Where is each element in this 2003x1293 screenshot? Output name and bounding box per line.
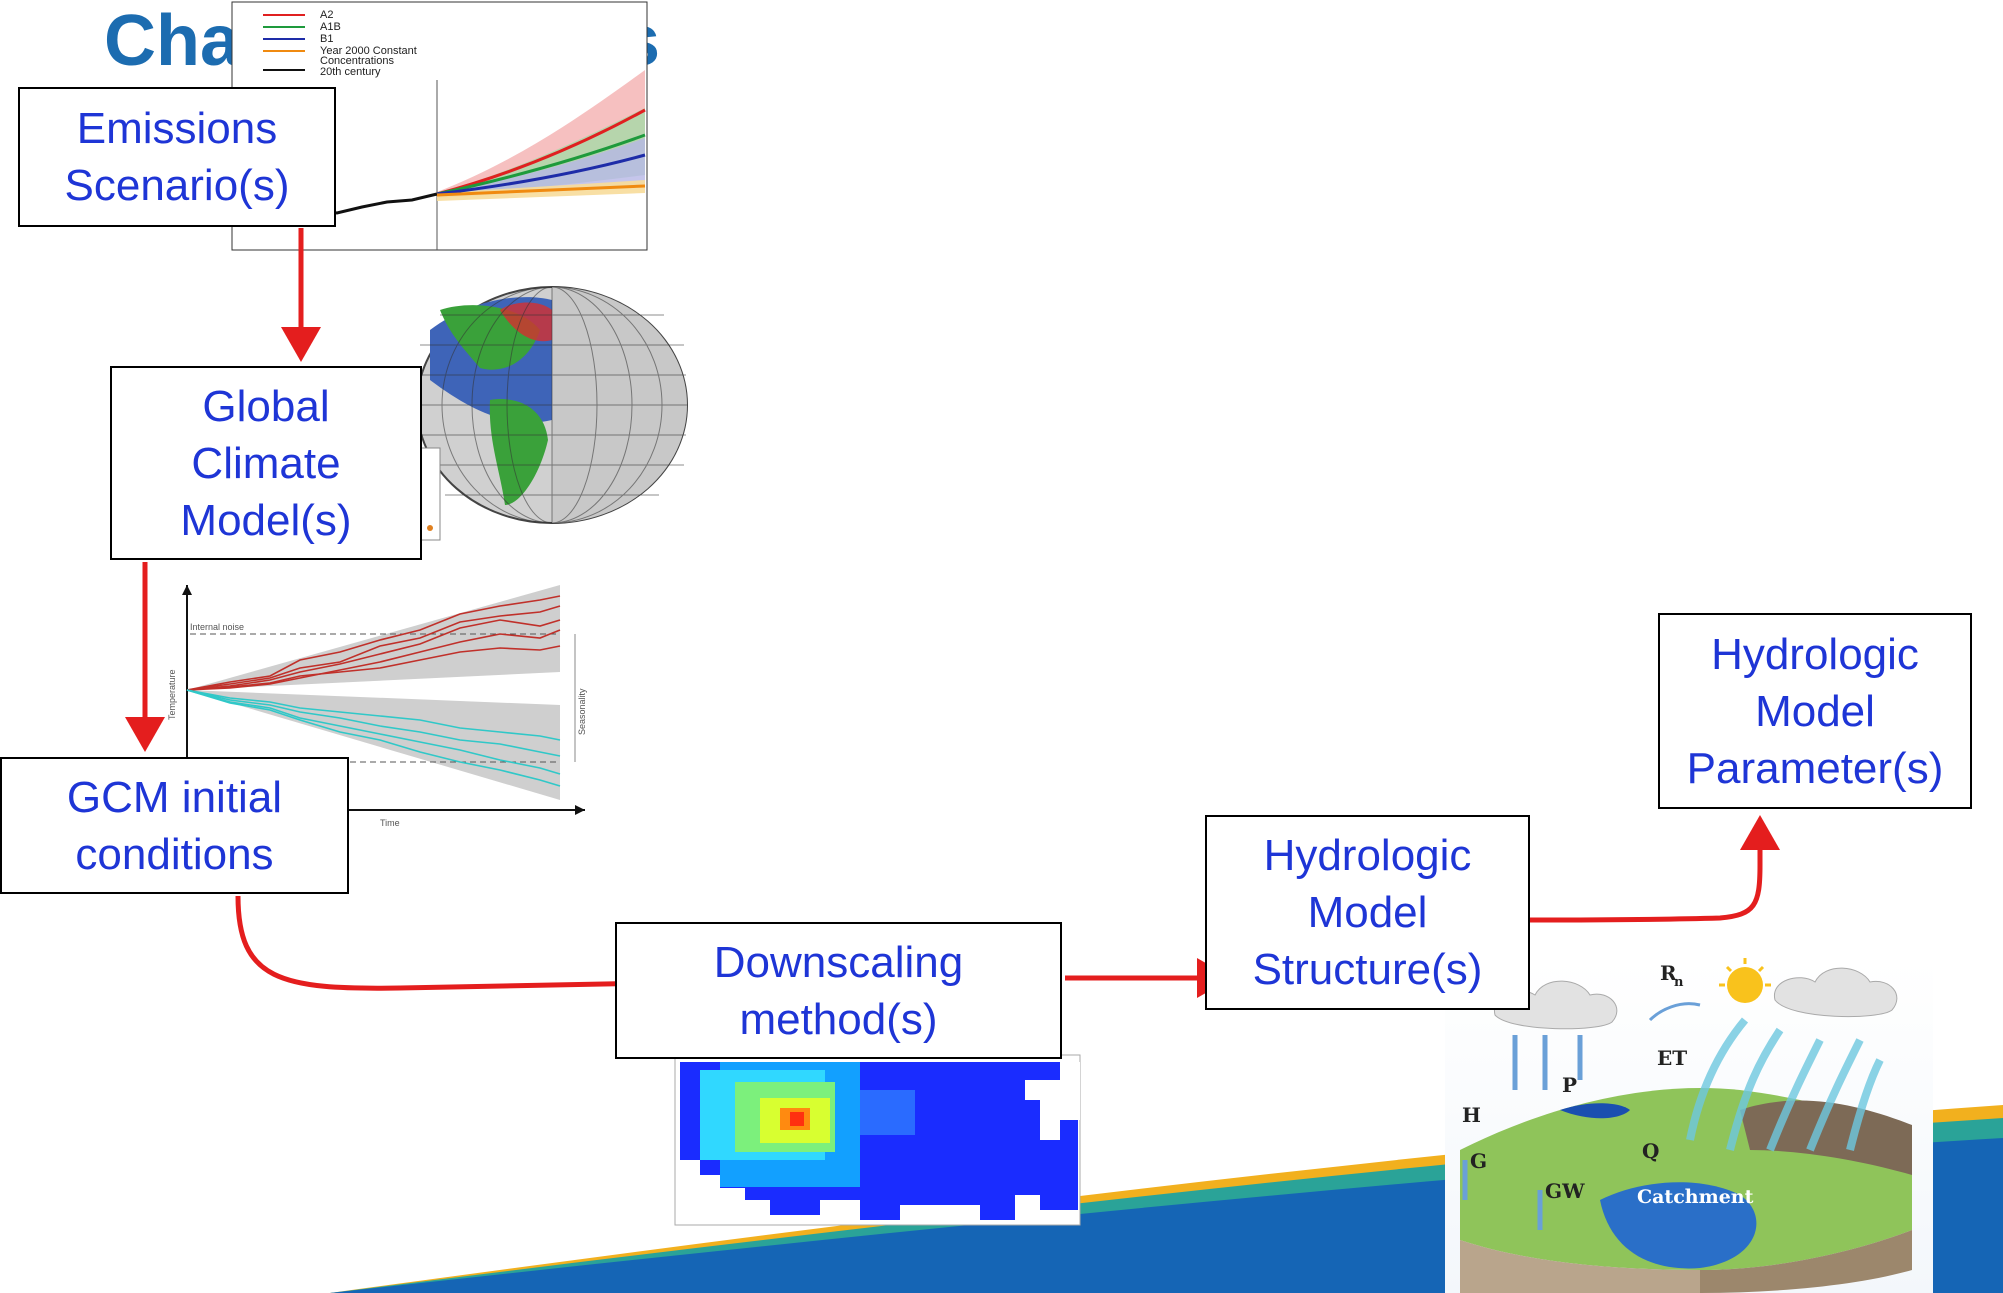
catchment-label-et: ET [1657,1046,1687,1070]
legend-b1: B1 [320,33,333,45]
legend-a1b: A1B [320,21,341,33]
ensemble-label-x: Time [380,818,400,828]
catchment-label-h: H [1462,1103,1481,1127]
legend-concentrations: Concentrations [320,55,394,67]
catchment-label-rn-sub: n [1674,975,1684,990]
catchment-label-rn: R [1660,961,1677,985]
box-emissions-line1: Emissions [76,104,278,153]
catchment-label-p: P [1562,1073,1577,1097]
box-structure-line2: Model [1307,888,1428,937]
box-hydrologic-model-parameters: Hydrologic Model Parameter(s) [1658,613,1972,809]
ensemble-label-top: Internal noise [190,622,244,632]
box-structure-line1: Hydrologic [1263,831,1472,880]
box-gcm-line2: Climate [191,438,341,488]
legend-a2: A2 [320,9,333,21]
catchment-label-gw: GW [1545,1179,1585,1203]
box-downscaling-line1: Downscaling [713,937,964,987]
box-emissions-line2: Scenario(s) [64,161,290,210]
ensemble-spread-chart: Internal noise Time Temperature Seasonal… [167,585,587,828]
box-parameter-line3: Parameter(s) [1686,743,1944,793]
box-gcm-line1: Global [202,381,330,431]
arrow-structure-to-parameter [1529,815,1780,923]
box-initial-line2: conditions [75,829,274,879]
ensemble-label-right: Seasonality [577,688,587,735]
catchment-label-catchment: Catchment [1637,1186,1754,1208]
box-downscaling-line2: method(s) [739,994,938,1044]
box-parameter-line2: Model [1755,686,1875,736]
catchment-illustration: R n ET P H G GW Q Catchment [1445,958,1933,1293]
box-parameter-line1: Hydrologic [1711,629,1919,679]
arrow-initial-to-downscaling [235,895,665,1004]
catchment-label-g: G [1470,1149,1487,1173]
box-gcm-line3: Model(s) [180,495,352,545]
box-structure-line3: Structure(s) [1252,945,1483,994]
downscaling-heatmap [674,1054,1081,1226]
box-hydrologic-model-structures: Hydrologic Model Structure(s) [1205,815,1530,1010]
ensemble-label-y: Temperature [167,669,177,720]
globe-illustration [416,286,688,541]
box-global-climate-models: Global Climate Model(s) [110,366,422,560]
legend-year2000: Year 2000 Constant [320,45,417,57]
box-emissions-scenarios: Emissions Scenario(s) [18,87,336,227]
box-downscaling-methods: Downscaling method(s) [615,922,1062,1059]
catchment-label-q: Q [1642,1139,1659,1163]
chain-arrows [125,228,1780,1004]
box-initial-line1: GCM initial [66,772,283,822]
box-gcm-initial-conditions: GCM initial conditions [0,757,349,894]
legend-20th-century: 20th century [320,66,381,78]
